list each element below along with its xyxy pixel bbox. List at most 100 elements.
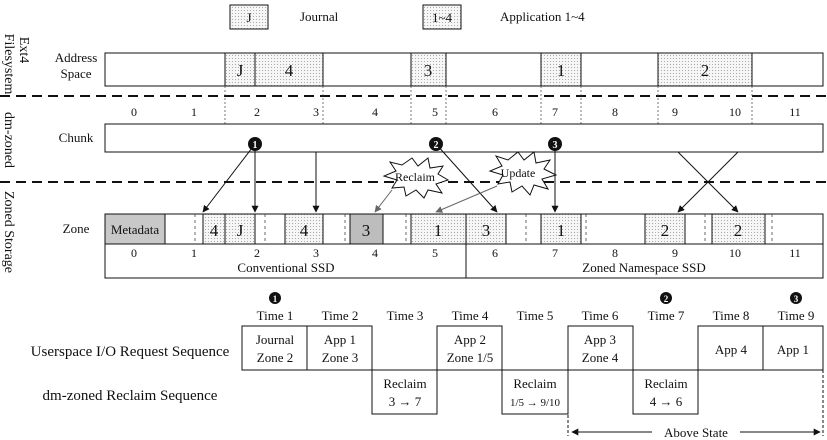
legend-app-box-text: 1~4 <box>432 10 453 25</box>
seq-box-time9 <box>762 325 824 371</box>
address-block-app2 <box>657 52 753 87</box>
zone-7-app1 <box>540 213 582 245</box>
marker-2: 2 <box>429 137 443 151</box>
zone-number: 4 <box>372 246 378 260</box>
time-label: Time 1 <box>257 308 294 323</box>
ssd-bar <box>104 243 824 279</box>
above-state-label: Above State <box>664 425 728 440</box>
zone-10-app2 <box>711 213 766 245</box>
zone-metadata-label: Metadata <box>111 222 160 237</box>
svg-text:3: 3 <box>553 140 558 151</box>
chunk-number: 4 <box>372 105 378 119</box>
layer-label-dm-zoned: dm-zoned <box>1 112 16 168</box>
chunk-number: 7 <box>552 105 558 119</box>
legend-app-swatch <box>422 4 462 30</box>
zone-row: Metadata 4 J 4 3 1 3 1 2 2 <box>104 213 824 245</box>
svg-text:1: 1 <box>273 294 278 304</box>
chunk-number: 11 <box>789 105 801 119</box>
seq-box-time6 <box>567 325 634 371</box>
chunk-row: 0 1 2 3 4 5 6 7 8 9 10 11 <box>104 105 824 153</box>
seq-reclaim3-line2: 3 → 7 <box>389 394 422 409</box>
seq-time2-line2: Zone 3 <box>322 350 358 365</box>
seq-time9-text: App 1 <box>777 342 809 357</box>
zone-7-label: 1 <box>557 221 566 240</box>
chunk-number: 1 <box>191 105 197 119</box>
row-label-space: Space <box>60 66 91 81</box>
address-block-app3-label: 3 <box>424 61 433 80</box>
seq-box-time8 <box>697 325 764 371</box>
zone-2-label: J <box>237 221 244 240</box>
legend-journal-swatch <box>229 4 269 30</box>
zone-number: 2 <box>254 246 260 260</box>
address-block-app1-label: 1 <box>557 61 566 80</box>
seq-time8-text: App 4 <box>715 342 748 357</box>
svg-text:1: 1 <box>253 140 258 151</box>
arrow-update-zone5 <box>435 185 498 213</box>
arrow-reclaim-zone4 <box>374 189 393 213</box>
marker-3: 3 <box>548 137 562 151</box>
layer-label-zoned-storage: Zoned Storage <box>1 191 16 273</box>
zns-ssd-label: Zoned Namespace SSD <box>582 260 705 275</box>
layer-label-ext4: Ext4 <box>16 37 31 63</box>
seq-box-reclaim-time5 <box>501 369 569 415</box>
userspace-sequence-label: Userspace I/O Request Sequence <box>31 344 230 360</box>
seq-box-time1 <box>241 325 308 371</box>
zone-6-label: 3 <box>482 221 491 240</box>
zone-number: 7 <box>552 246 558 260</box>
seq-time6-line2: Zone 4 <box>582 350 619 365</box>
time-label: Time 5 <box>517 308 554 323</box>
chunk-number: 9 <box>672 105 678 119</box>
row-label-zone: Zone <box>63 221 90 236</box>
seq-reclaim3-line1: Reclaim <box>383 376 426 391</box>
mapping-arrows <box>202 143 739 213</box>
chunk-number: 5 <box>432 105 438 119</box>
time-label: Time 2 <box>322 308 359 323</box>
zone-6-app3 <box>465 213 507 245</box>
address-block-app4 <box>254 52 324 87</box>
chunk-number: 8 <box>612 105 618 119</box>
chunk-number: 2 <box>254 105 260 119</box>
address-space-row: J 4 3 1 2 <box>104 52 824 87</box>
zone-1-label: 4 <box>210 221 219 240</box>
seq-time1-line2: Zone 2 <box>257 350 293 365</box>
zone-3-label: 4 <box>300 221 309 240</box>
zone-number: 11 <box>789 246 801 260</box>
zone-3-app4 <box>284 213 324 245</box>
reclaim-sequence-label: dm-zoned Reclaim Sequence <box>43 388 218 404</box>
zone-number: 5 <box>432 246 438 260</box>
seq-reclaim5-line2: 1/5 → 9/10 <box>510 397 561 409</box>
seq-time2-line1: App 1 <box>324 332 356 347</box>
zone-metadata <box>104 213 166 245</box>
address-block-app2-label: 2 <box>701 61 710 80</box>
address-block-journal-label: J <box>237 61 244 80</box>
chunk-number: 6 <box>492 105 498 119</box>
time-label: Time 6 <box>582 308 619 323</box>
time-label: Time 8 <box>713 308 750 323</box>
zone-number: 8 <box>612 246 618 260</box>
svg-text:2: 2 <box>434 140 439 151</box>
svg-text:3: 3 <box>794 294 799 304</box>
seq-reclaim7-line1: Reclaim <box>644 376 687 391</box>
zone-number: 10 <box>729 246 741 260</box>
seq-reclaim5-line1: Reclaim <box>513 376 556 391</box>
zone-5-app1 <box>410 213 467 245</box>
time-label: Time 3 <box>387 308 424 323</box>
update-burst <box>488 151 558 196</box>
seq-box-reclaim-time3 <box>371 369 438 415</box>
zone-number: 6 <box>492 246 498 260</box>
address-block-journal <box>224 52 256 87</box>
conventional-ssd-label: Conventional SSD <box>237 260 334 275</box>
zone-number: 3 <box>313 246 319 260</box>
seq-box-time2 <box>306 325 373 371</box>
zone-number-row: 0 1 2 3 4 5 6 7 8 9 10 11 Conventional S… <box>104 243 824 279</box>
address-block-app3 <box>410 52 447 87</box>
seq-time4-line2: Zone 1/5 <box>447 350 494 365</box>
seq-reclaim7-line2: 4 → 6 <box>650 394 683 409</box>
zone-number: 1 <box>191 246 197 260</box>
chunk-number: 10 <box>729 105 741 119</box>
update-burst-label: Update <box>501 166 536 180</box>
chunk-number: 0 <box>131 105 137 119</box>
seq-box-reclaim-time7 <box>632 369 699 415</box>
seq-time1-line1: Journal <box>256 332 295 347</box>
